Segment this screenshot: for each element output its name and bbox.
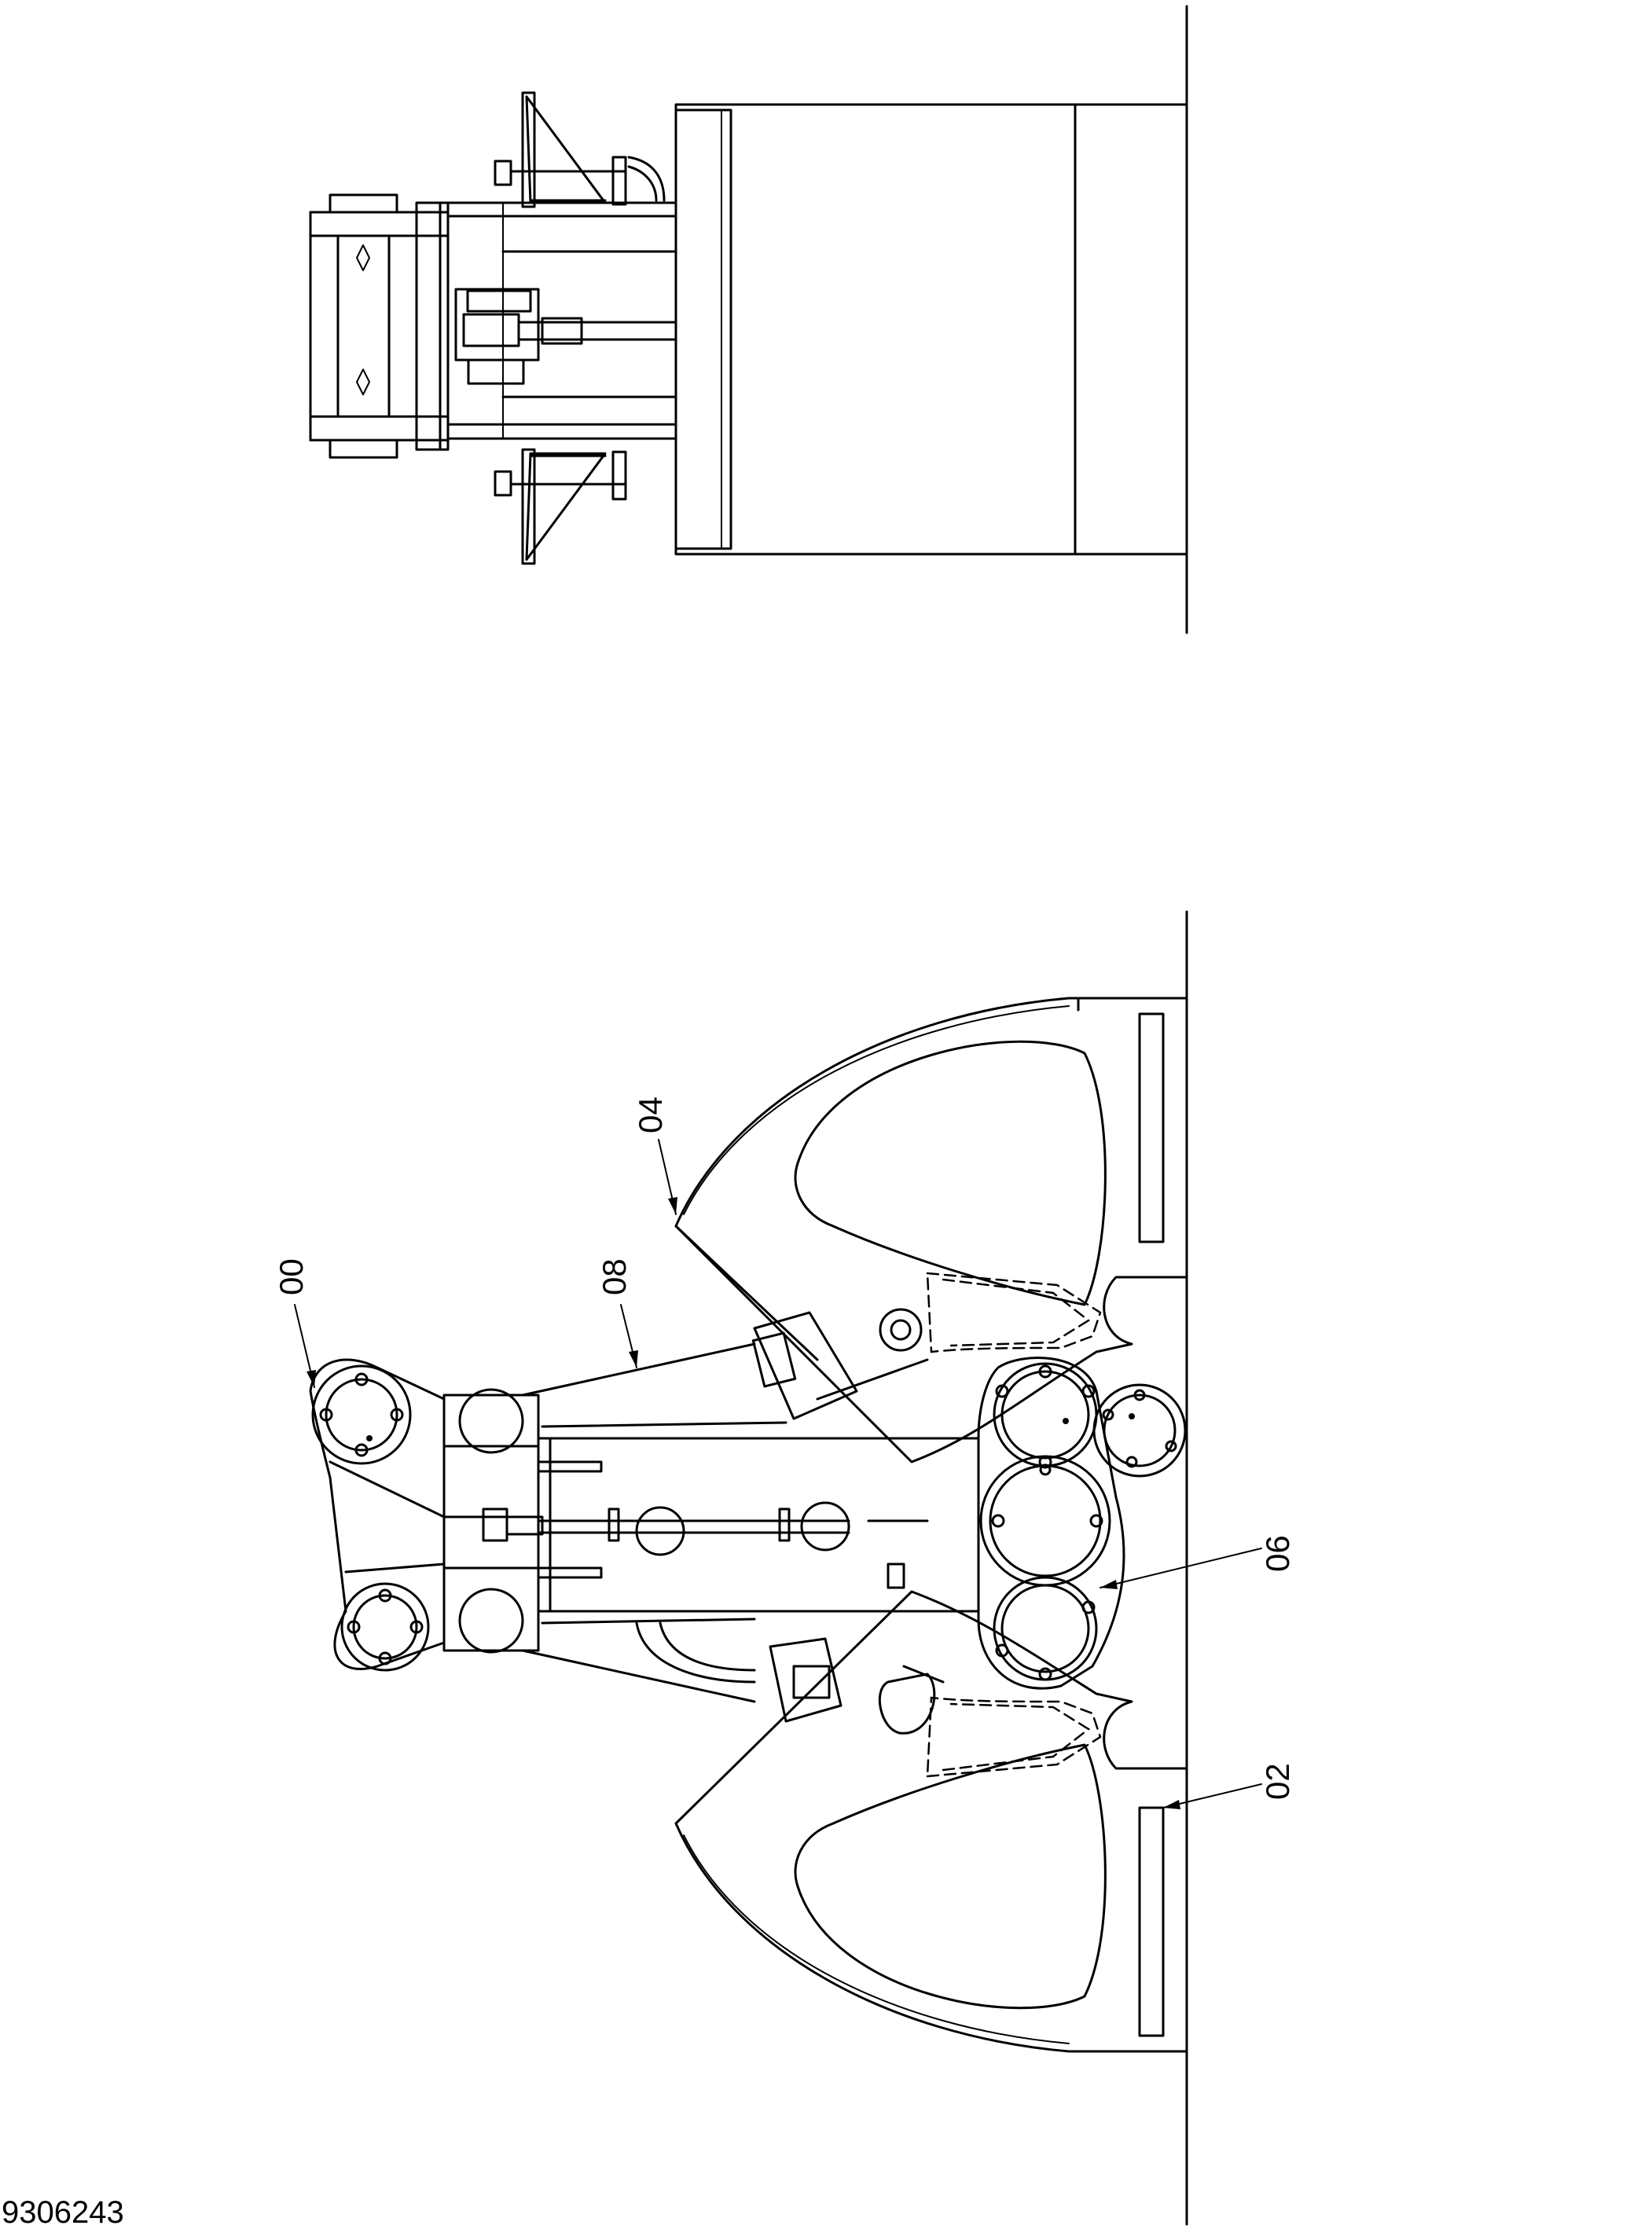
shell-right: [674, 997, 1188, 1463]
suspension-head-side: [309, 193, 450, 459]
lower-pivot-housing: [977, 1357, 1187, 1690]
callout-02: 02: [1162, 1763, 1296, 1809]
top-view: [309, 5, 1188, 634]
callout-04: 04: [632, 1096, 677, 1215]
callout-08: 08: [596, 1258, 638, 1368]
bracket-upper: [494, 91, 666, 208]
callout-00: 00: [273, 1258, 316, 1388]
callout-06: 06: [1099, 1535, 1296, 1589]
bracket-lower: [494, 448, 627, 565]
central-column: [442, 1388, 980, 1654]
hydraulic-cylinder-upper: [521, 1311, 929, 1428]
bottom-view: [309, 910, 1188, 2226]
frame-column-side: [446, 201, 677, 440]
shell-left: [674, 1590, 1188, 2053]
callout-06-label: 06: [1259, 1535, 1296, 1572]
hydraulic-cylinder-lower: [521, 1618, 843, 1723]
shell-body-side: [674, 103, 1188, 556]
suspension-head-front: [309, 1358, 446, 1672]
callout-04-label: 04: [632, 1096, 669, 1133]
callout-00-label: 00: [273, 1258, 310, 1295]
callout-08-label: 08: [596, 1258, 633, 1295]
drawing-number: 9306243: [2, 2195, 124, 2229]
callout-02-label: 02: [1259, 1763, 1296, 1800]
